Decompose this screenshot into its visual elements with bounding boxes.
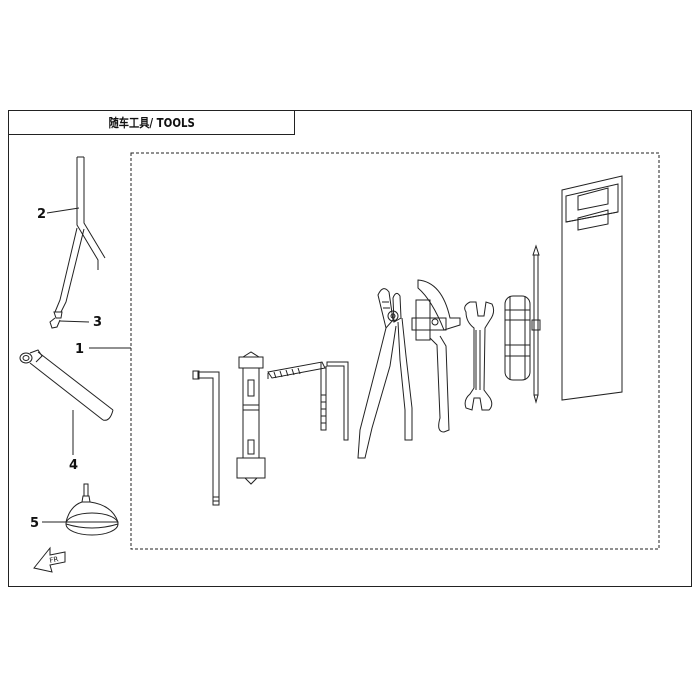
- threaded-l-rod: [267, 361, 327, 431]
- svg-text:FR: FR: [49, 555, 59, 565]
- callout-leaders: [42, 207, 131, 523]
- hex-key-large: [192, 370, 220, 506]
- pliers: [357, 288, 413, 459]
- part-5-funnel: [65, 483, 119, 536]
- front-arrow-icon: FR: [33, 546, 66, 573]
- callout-5: 5: [30, 516, 39, 531]
- part-2-bent-rod: [49, 156, 106, 329]
- title-text: 随车工具/ TOOLS: [108, 116, 195, 130]
- diagram-frame: [8, 110, 692, 587]
- page-title: 随车工具/ TOOLS: [8, 110, 295, 135]
- double-wrench: [464, 301, 495, 411]
- callout-3: 3: [93, 315, 102, 330]
- tool-kit-box: [130, 152, 660, 550]
- callout-1: 1: [75, 342, 84, 357]
- callout-4: 4: [69, 458, 78, 473]
- hex-key-small: [326, 361, 349, 441]
- screwdriver-shaft: [531, 244, 541, 404]
- box-spanner: [236, 351, 266, 485]
- callout-2: 2: [37, 207, 46, 222]
- screwdriver-handle: [504, 295, 531, 381]
- tool-pouch: [561, 175, 623, 401]
- hook-spanner: [411, 279, 461, 433]
- part-4-screwdriver-bar: [19, 349, 114, 421]
